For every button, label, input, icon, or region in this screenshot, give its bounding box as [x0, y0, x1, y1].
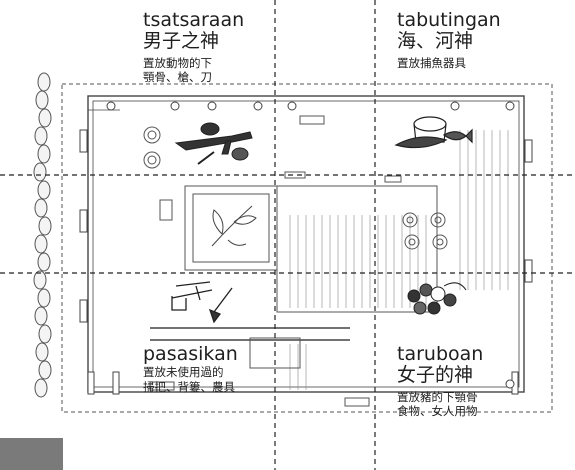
- shelves: [149, 115, 402, 407]
- name-zh-tsatsaraan: 男子之神: [143, 30, 220, 53]
- wall-posts: [79, 101, 533, 395]
- name-en-pasasikan: pasasikan: [143, 343, 238, 365]
- central-platform: [184, 185, 438, 313]
- name-zh-tabutingan: 海、河神: [397, 30, 474, 53]
- name-en-tabutingan: tabutingan: [397, 9, 501, 31]
- name-en-tsatsaraan: tsatsaraan: [143, 9, 245, 31]
- name-en-taruboan: taruboan: [397, 343, 484, 365]
- note-tabutingan-1: 置放捕魚器具: [397, 55, 466, 70]
- note-taruboan-1: 置放豬的下顎骨: [397, 389, 478, 404]
- note-taruboan-2: 食物、女人用物: [397, 403, 478, 418]
- label-pasasikan: pasasikan 置放未使用過的 掃把、背簍、農具: [143, 343, 238, 394]
- jar-items: [143, 126, 173, 221]
- label-taruboan: taruboan 女子的神 置放豬的下顎骨 食物、女人用物: [397, 343, 484, 418]
- pottery-rings: [402, 212, 448, 250]
- label-tsatsaraan: tsatsaraan 男子之神 置放動物的下 顎骨、槍、刀: [143, 9, 245, 84]
- stone-wall: [33, 72, 52, 398]
- label-tabutingan: tabutingan 海、河神 置放捕魚器具: [397, 9, 501, 70]
- note-tsatsaraan-1: 置放動物的下: [143, 55, 212, 70]
- note-pasasikan-1: 置放未使用過的: [143, 365, 224, 380]
- rifle-knife-items: [174, 122, 253, 165]
- fishing-items: [394, 116, 473, 149]
- food-pile: [407, 282, 467, 315]
- outer-boundary: [61, 83, 553, 413]
- note-tsatsaraan-2: 顎骨、槍、刀: [143, 69, 212, 84]
- farm-tools: [171, 281, 233, 324]
- corner-block: [0, 438, 63, 470]
- note-pasasikan-2: 掃把、背簍、農具: [143, 379, 235, 394]
- plant-sketch: [211, 205, 257, 247]
- name-zh-taruboan: 女子的神: [397, 364, 474, 387]
